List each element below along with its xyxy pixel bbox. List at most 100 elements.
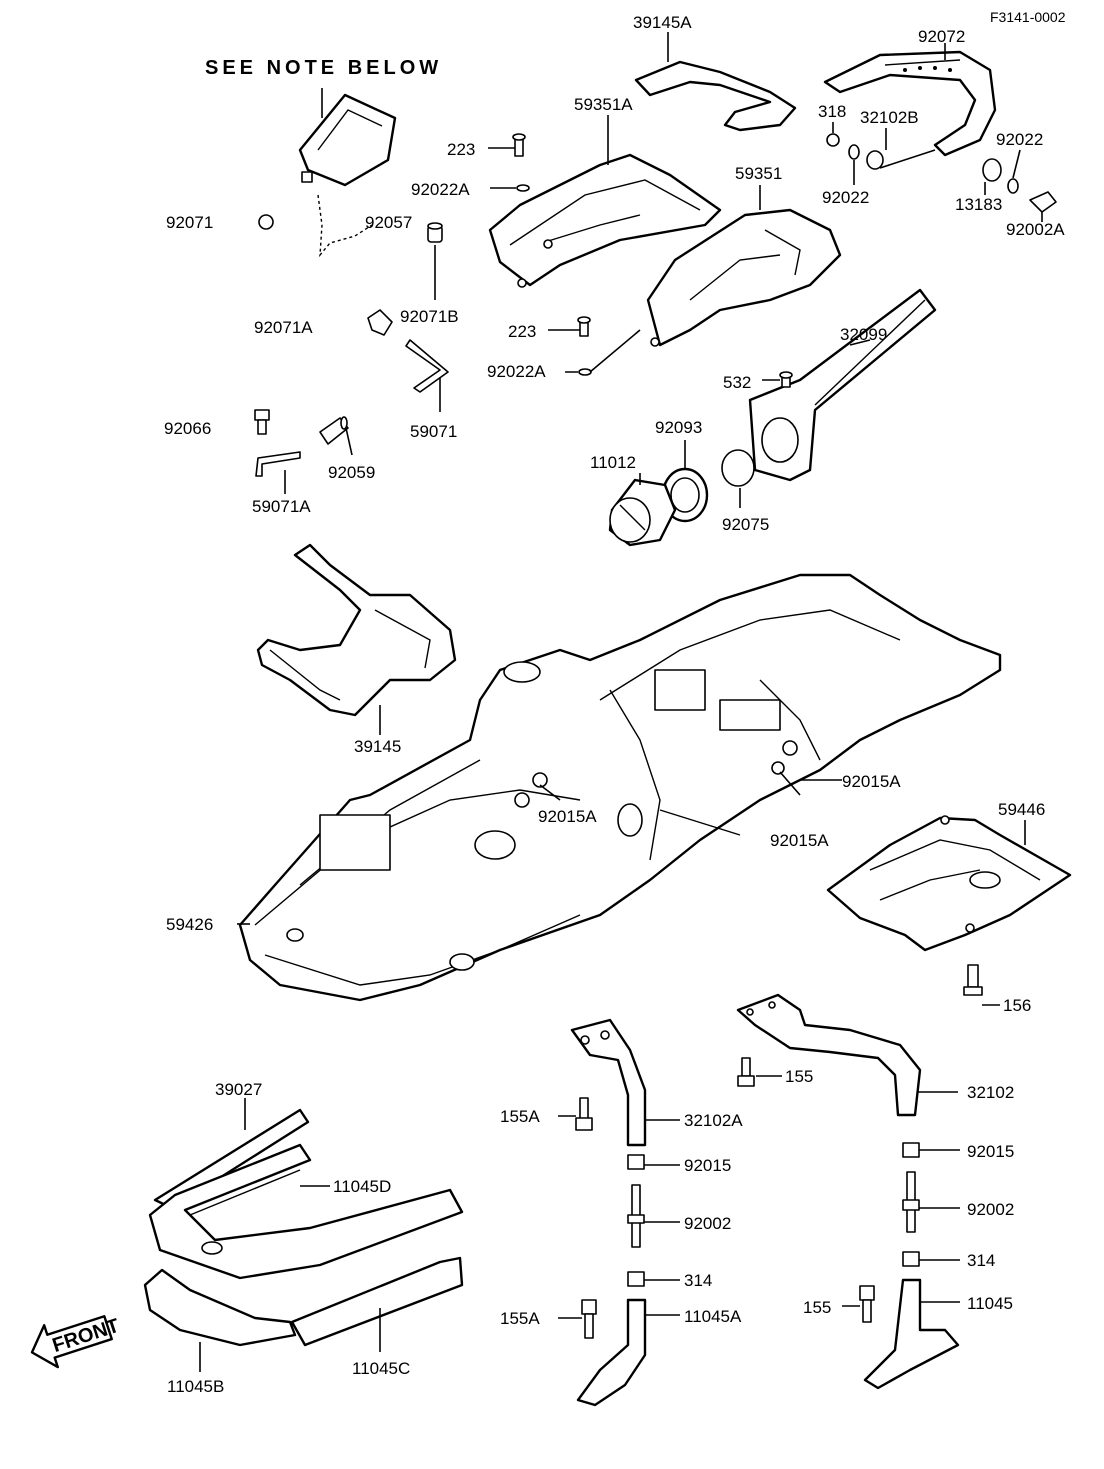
part-label-92022A-a: 92022A <box>411 180 470 199</box>
collar-13183-drawing <box>982 158 1002 182</box>
part-label-32102: 32102 <box>967 1083 1014 1102</box>
part-label-92059: 92059 <box>328 463 375 482</box>
part-label-92002-a: 92002 <box>684 1214 731 1233</box>
part-label-92022-mid: 92022 <box>822 188 869 207</box>
part-label-92093: 92093 <box>655 418 702 437</box>
filler-cap-11012-drawing <box>608 478 677 547</box>
tube-32099-drawing <box>748 288 937 482</box>
part-label-92057: 92057 <box>365 213 412 232</box>
part-label-59071A: 59071A <box>252 497 311 516</box>
part-label-92002A: 92002A <box>1006 220 1065 239</box>
part-label-11045B: 11045B <box>167 1377 224 1396</box>
bolt-92066-drawing <box>254 409 270 435</box>
nut-92015-a-drawing <box>627 1154 645 1170</box>
part-label-39145: 39145 <box>354 737 401 756</box>
nut-314-b-drawing <box>902 1251 920 1267</box>
part-label-155-b: 155 <box>803 1298 831 1317</box>
bumper-upper-drawing <box>148 1143 464 1280</box>
part-label-92072: 92072 <box>918 27 965 46</box>
part-label-92015A-b: 92015A <box>538 807 597 826</box>
nut-314-a-drawing <box>627 1271 645 1287</box>
see-note-below: SEE NOTE BELOW <box>205 57 442 79</box>
bracket-32102-drawing <box>736 993 922 1117</box>
part-label-155A-a: 155A <box>500 1107 540 1126</box>
part-label-223-a: 223 <box>447 140 475 159</box>
part-label-32102B: 32102B <box>860 108 919 127</box>
washer-92022-drawing <box>848 144 860 160</box>
part-label-13183: 13183 <box>955 195 1002 214</box>
bolt-155A-b-drawing <box>581 1299 597 1339</box>
bolt-155A-a-drawing <box>575 1097 593 1131</box>
handle-pole-39145-drawing <box>256 543 457 717</box>
cover-59351A-drawing <box>488 153 722 288</box>
fitting-92071A-drawing <box>367 309 393 336</box>
bolt-92002A-drawing <box>1029 191 1057 213</box>
part-label-59351: 59351 <box>735 164 782 183</box>
stud-92002-a-drawing <box>627 1184 645 1248</box>
part-label-156: 156 <box>1003 996 1031 1015</box>
part-label-39027: 39027 <box>215 1080 262 1099</box>
side-plate-11045C-drawing <box>290 1256 464 1347</box>
part-label-11045D: 11045D <box>333 1177 391 1196</box>
plate-59446-drawing <box>826 815 1072 952</box>
part-label-155-a: 155 <box>785 1067 813 1086</box>
handle-39145A-drawing <box>634 60 797 132</box>
part-label-59426: 59426 <box>166 915 213 934</box>
part-label-92075: 92075 <box>722 515 769 534</box>
part-label-32099: 32099 <box>840 325 887 344</box>
part-label-314-a: 314 <box>684 1271 712 1290</box>
part-label-92015-a: 92015 <box>684 1156 731 1175</box>
grommet-92071B-drawing <box>427 222 443 243</box>
part-label-92071A: 92071A <box>254 318 313 337</box>
washer-92022A-a-drawing <box>516 184 530 192</box>
cover-59351-drawing <box>646 208 842 347</box>
part-label-59071: 59071 <box>410 422 457 441</box>
cap-92075-drawing <box>721 449 755 487</box>
bumper-lower-11045B-drawing <box>143 1268 297 1347</box>
part-label-11045A: 11045A <box>684 1307 742 1326</box>
front-arrow-icon: FRONT <box>30 1315 122 1369</box>
part-label-532: 532 <box>723 373 751 392</box>
part-label-92015A-c: 92015A <box>770 831 829 850</box>
bolt-223-a-drawing <box>512 133 526 157</box>
part-label-11012: 11012 <box>590 453 636 472</box>
part-label-11045: 11045 <box>967 1294 1013 1313</box>
part-label-223-b: 223 <box>508 322 536 341</box>
part-label-92015-b: 92015 <box>967 1142 1014 1161</box>
hull-59426-drawing <box>238 573 1002 1002</box>
rod-59071A-drawing <box>255 451 301 477</box>
part-label-11045C: 11045C <box>352 1359 410 1378</box>
figure-code: F3141-0002 <box>990 9 1066 25</box>
stud-92002-b-drawing <box>902 1171 920 1233</box>
part-label-92066: 92066 <box>164 419 211 438</box>
bracket-11045-drawing <box>863 1278 960 1390</box>
part-label-32102A: 32102A <box>684 1111 743 1130</box>
nut-318-drawing <box>826 133 840 147</box>
part-label-92071: 92071 <box>166 213 213 232</box>
washer-92022-right-drawing <box>1007 178 1019 194</box>
bracket-11045A-drawing <box>576 1298 647 1407</box>
part-label-59446: 59446 <box>998 800 1045 819</box>
washer-92022A-b-drawing <box>578 368 592 376</box>
part-label-39145A: 39145A <box>633 13 692 32</box>
part-label-155A-b: 155A <box>500 1309 540 1328</box>
part-label-92022-top: 92022 <box>996 130 1043 149</box>
bolt-223-b-drawing <box>577 316 591 337</box>
screw-532-drawing <box>779 371 793 388</box>
part-label-92015A-a: 92015A <box>842 772 901 791</box>
nut-92015-b-drawing <box>902 1142 920 1158</box>
nut-92071-drawing <box>258 214 274 230</box>
part-label-59351A: 59351A <box>574 95 633 114</box>
part-label-92071B: 92071B <box>400 307 459 326</box>
bracket-32102A-drawing <box>570 1018 647 1147</box>
chain-drawing <box>317 194 373 258</box>
bolt-155-b-drawing <box>859 1285 875 1323</box>
sleeve-92059-drawing <box>319 416 349 445</box>
rod-59071-drawing <box>405 339 449 393</box>
bolt-155-a-drawing <box>737 1057 755 1087</box>
cover-lid-drawing <box>298 93 397 187</box>
part-label-92002-b: 92002 <box>967 1200 1014 1219</box>
part-label-318: 318 <box>818 102 846 121</box>
